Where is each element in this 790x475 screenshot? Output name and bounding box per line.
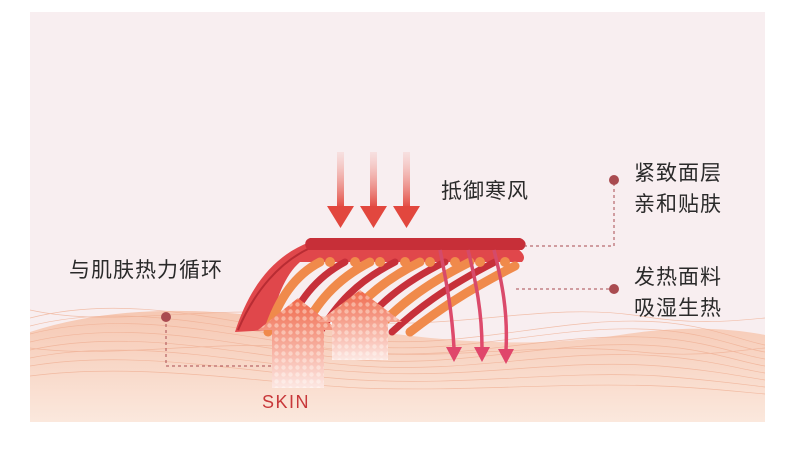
label-block-wind: 抵御寒风	[441, 179, 529, 203]
label-fit-line2: 亲和贴肤	[634, 192, 722, 216]
skin-layer	[30, 310, 765, 422]
label-circulation: 与肌肤热力循环	[69, 258, 223, 282]
label-heat-line2: 吸湿生热	[634, 296, 722, 320]
down-arrow-icon	[438, 249, 509, 351]
down-arrow-icon	[360, 152, 387, 228]
skin-label: SKIN	[262, 392, 311, 412]
callout-fit	[524, 182, 615, 247]
callout-dot	[609, 284, 619, 294]
down-arrow-icon	[327, 152, 354, 228]
label-heat: 发热面料 吸湿生热	[634, 262, 722, 324]
heat-up-arrow-icon	[258, 298, 338, 388]
label-fit: 紧致面层 亲和贴肤	[634, 158, 722, 220]
down-arrow-icon	[446, 347, 514, 364]
heat-up-arrow-icon	[318, 290, 402, 360]
callout-dot	[609, 175, 619, 185]
callout-dot	[161, 312, 171, 322]
label-fit-line1: 紧致面层	[634, 161, 722, 185]
top-face-layer	[305, 238, 526, 250]
label-heat-line1: 发热面料	[634, 265, 722, 289]
down-arrow-icon	[393, 152, 420, 228]
fabric-nubs	[325, 257, 510, 267]
callout-circulation	[165, 318, 272, 367]
